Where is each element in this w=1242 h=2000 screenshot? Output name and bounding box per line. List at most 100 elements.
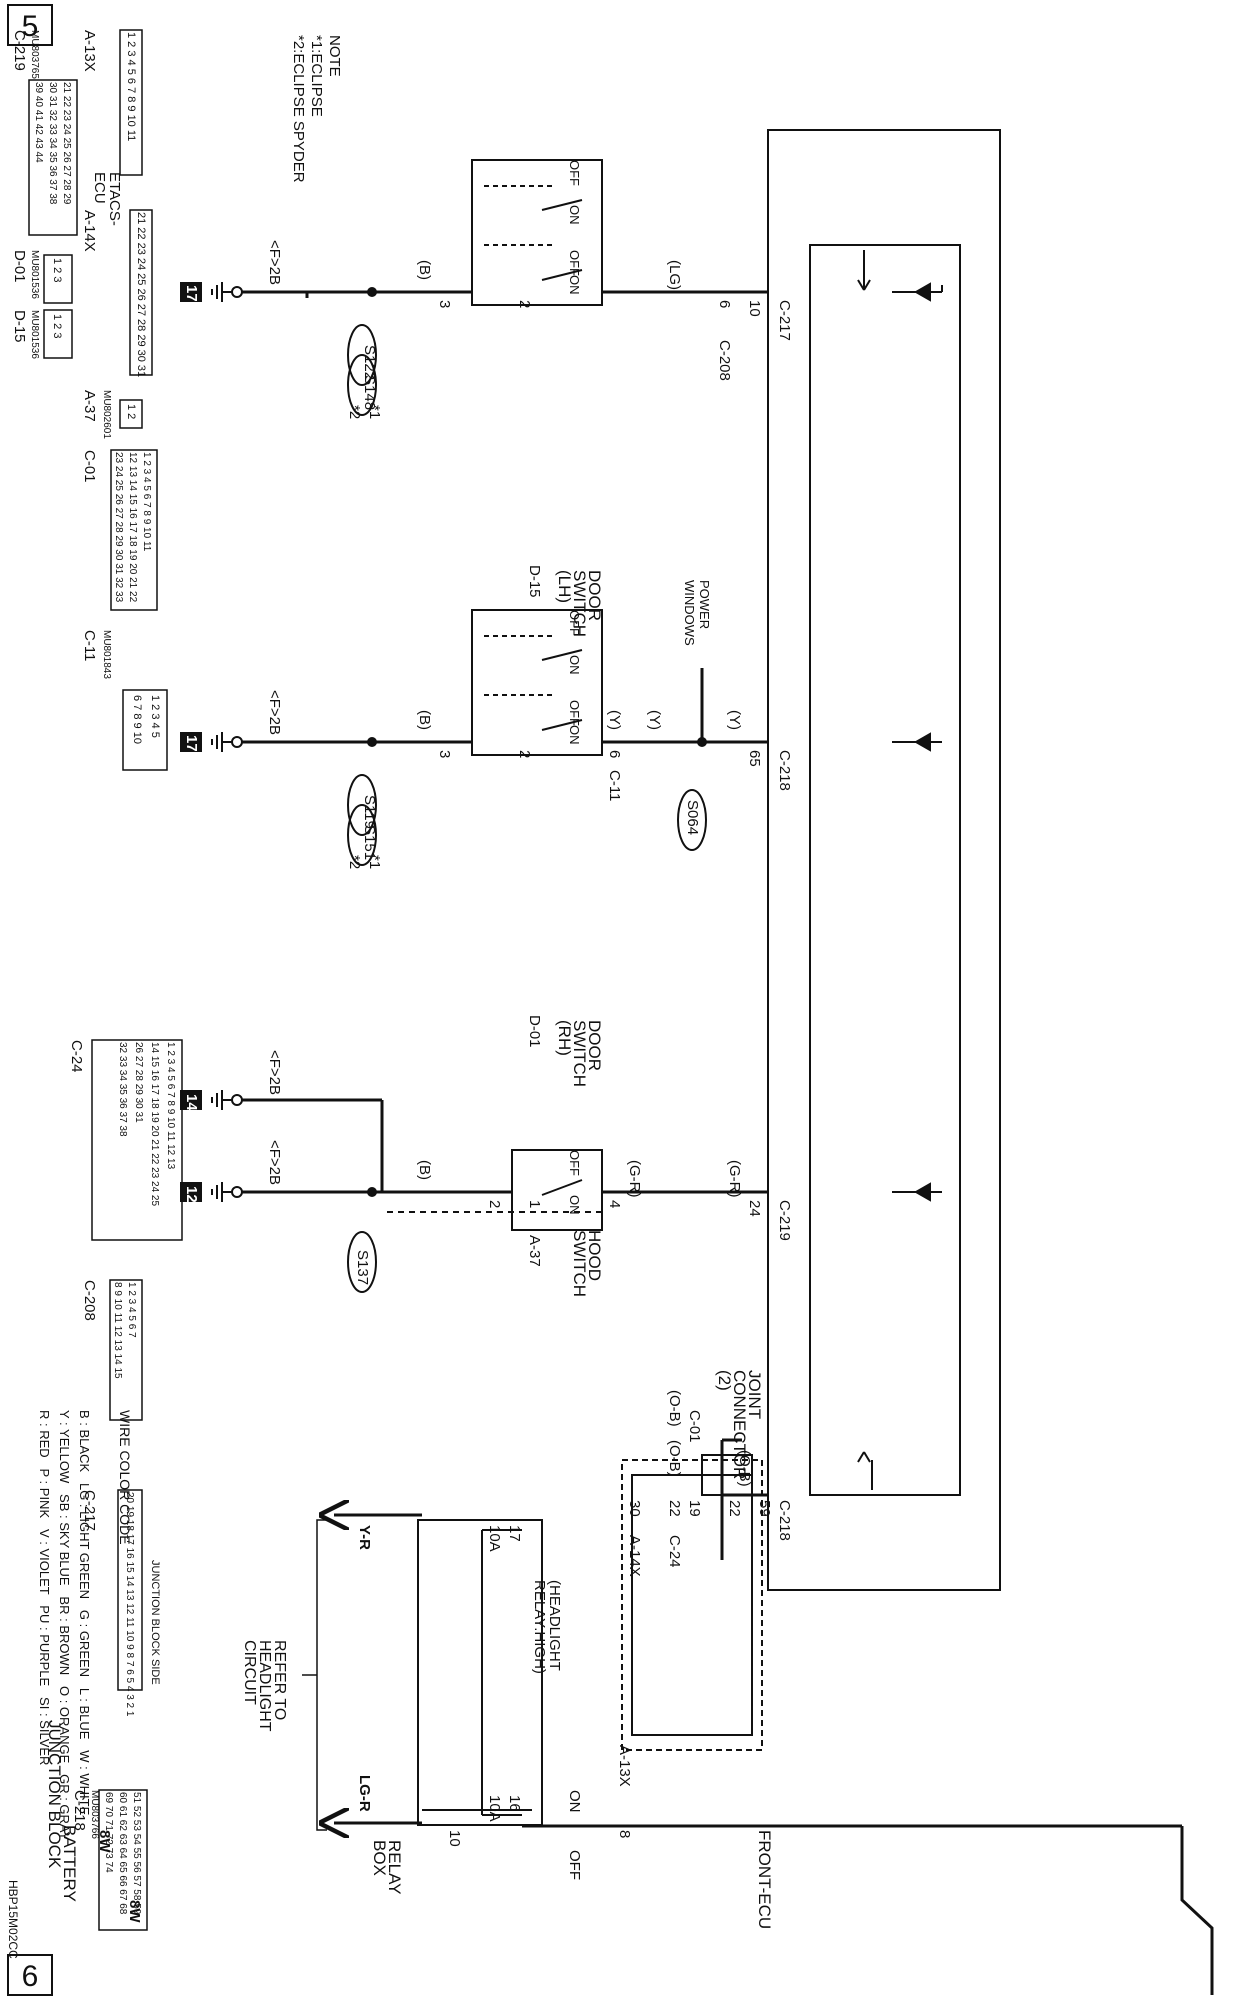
door-rh-name: DOOR SWITCH (RH) [555, 1020, 604, 1088]
conn-d15-row1: 1 2 3 [51, 314, 63, 339]
conn-c01-row2: 12 13 14 15 16 17 18 19 20 21 22 [127, 452, 138, 603]
door-lh-jb-conn: C-217 [776, 300, 793, 341]
refer-bracket [302, 1519, 327, 1831]
conn-c208-row2: 8 9 10 11 12 13 14 15 [112, 1282, 123, 1379]
door-rh-wire-mid: (Y) [646, 710, 663, 730]
joint-a14x: A-14X [626, 1535, 643, 1577]
joint-c24: C-24 [666, 1535, 683, 1568]
conn-c219-label: C-219 [11, 30, 28, 71]
wire-code-title: WIRE COLOR CODE [117, 1410, 133, 1545]
conn-c217-side: JUNCTION BLOCK SIDE [149, 1560, 161, 1685]
splice-s064: S064 [684, 800, 701, 836]
hood-ground-12: 12 [183, 1186, 200, 1203]
relay-box-label: RELAY BOX [370, 1840, 404, 1895]
conn-c24-label: C-24 [68, 1040, 85, 1073]
door-lh-wire-top: (LG) [666, 260, 683, 290]
door-lh-switch [471, 159, 603, 306]
ground-number-boxes [180, 282, 202, 1202]
relay-on-label: ON [566, 1790, 583, 1813]
document-code: HBP15M02CC [6, 1880, 20, 1959]
joint-pin-22: 22 [726, 1500, 743, 1517]
note-title: NOTE [326, 35, 343, 77]
hood-switch [387, 1149, 603, 1231]
hood-pin-2: 2 [486, 1200, 503, 1209]
fuse-17-wire: Y-R [356, 1525, 373, 1551]
ecu-diodes [857, 250, 943, 1490]
refer-headlight-label: REFER TO HEADLIGHT CIRCUIT [241, 1640, 288, 1732]
page-number-left: 5 [22, 10, 39, 43]
door-rh-pin-2: 2 [516, 750, 533, 759]
conn-c208-row1: 1 2 3 4 5 6 7 [126, 1282, 137, 1338]
connector-drawings [28, 29, 183, 1931]
joint-wire-mid: (O-B) [666, 1390, 683, 1427]
hood-jb-pin: 24 [746, 1200, 763, 1217]
hood-switch-name: HOOD SWITCH [570, 1230, 604, 1298]
fuse-17-number: 17 [506, 1525, 523, 1542]
splice-ovals [347, 324, 707, 1293]
conn-c219-row2: 30 31 32 33 34 35 36 37 38 [47, 82, 58, 205]
conn-d01-row1: 1 2 3 [51, 258, 63, 283]
door-lh-wiring [242, 290, 768, 298]
conn-c24-row3: 26 27 28 29 30 31 [133, 1042, 144, 1123]
door-lh-pin-2: 2 [516, 300, 533, 309]
hood-ground-label-1: <F>2B [266, 1050, 283, 1096]
conn-d01-label: D-01 [11, 250, 28, 283]
conn-c24-row4: 32 33 34 35 36 37 38 [117, 1042, 128, 1137]
conn-c01-row3: 23 24 25 26 27 28 29 30 31 32 33 [113, 452, 124, 603]
front-ecu-pin-10: 10 [446, 1830, 463, 1847]
fuse-16-number: 16 [506, 1795, 523, 1812]
conn-c219-part: MU803765 [29, 30, 40, 79]
door-rh-connector: D-01 [526, 1015, 543, 1048]
conn-a37-row1: 1 2 [125, 404, 137, 420]
junction-block-box [767, 129, 1001, 1591]
fuse-16-wire: LG-R [356, 1775, 373, 1812]
conn-c218-row1: 51 52 53 54 55 56 57 58 59 [131, 1792, 142, 1915]
door-lh-star-2: *2 [346, 405, 363, 420]
conn-c01-label: C-01 [81, 450, 98, 483]
fuse-17-rating: 10A [486, 1525, 503, 1552]
wire-code-line-3: R : RED P : PINK V : VIOLET PU : PURPLE … [37, 1410, 52, 1766]
note-line-1: *1:ECLIPSE [308, 35, 325, 117]
joint-pin-22b: 22 [666, 1500, 683, 1517]
hood-on: ON [567, 1195, 582, 1215]
door-lh-jb-conn-2: C-208 [716, 340, 733, 381]
hood-wire-bottom: (B) [416, 1160, 433, 1180]
note-line-2: *2:ECLIPSE SPYDER [290, 35, 307, 183]
conn-c218-row3: 69 70 71 72 73 74 [103, 1792, 114, 1873]
conn-c24-row1: 1 2 3 4 5 6 7 8 9 10 11 12 13 [165, 1042, 176, 1170]
hood-ground-14: 14 [183, 1094, 200, 1111]
door-rh-wire-low: (Y) [606, 710, 623, 730]
front-ecu-connector: A-13X [616, 1745, 633, 1787]
door-rh-on-1: ON [567, 655, 582, 675]
hood-wire-top: (G-R) [726, 1160, 743, 1198]
splice-s119: S119 [361, 795, 378, 829]
hood-jb-conn: C-219 [776, 1200, 793, 1241]
battery-wiring [522, 1824, 1214, 1995]
ground-symbols [211, 282, 243, 1202]
door-lh-on-2: ON [567, 275, 582, 295]
conn-c219-row1: 21 22 23 24 25 26 27 28 29 [61, 82, 72, 205]
conn-a14x-row1: 21 22 23 24 25 26 27 28 29 30 31 [135, 212, 147, 378]
door-lh-jb-pin: 10 [746, 300, 763, 317]
hood-wire-mid: (G-R) [626, 1160, 643, 1198]
conn-d15-label: D-15 [11, 310, 28, 343]
door-lh-jb-pin-2: 6 [716, 300, 733, 309]
conn-a37-label: A-37 [81, 390, 98, 422]
hood-pin-4: 4 [606, 1200, 623, 1209]
door-lh-on-1: ON [567, 205, 582, 225]
door-lh-pin-3: 3 [436, 300, 453, 309]
output-arrows [334, 1515, 420, 1823]
etacs-ecu-box [809, 244, 961, 1496]
conn-a37-part: MU802601 [101, 390, 112, 439]
wire-code-line-1: B : BLACK LG : LIGHT GREEN G : GREEN L :… [77, 1410, 92, 1816]
joint-wire-low: (O-B) [666, 1440, 683, 1477]
door-rh-off-2: OFF [567, 700, 582, 726]
hood-ground-label-2: <F>2B [266, 1140, 283, 1186]
door-rh-jb-conn: C-218 [776, 750, 793, 791]
door-lh-off-1: OFF [567, 160, 582, 186]
joint-connector-id: C-01 [686, 1410, 703, 1443]
wire-code-line-2: Y : YELLOW SB : SKY BLUE BR : BROWN O : … [57, 1410, 72, 1841]
conn-c218-row2: 60 61 62 63 64 65 66 67 68 [117, 1792, 128, 1915]
